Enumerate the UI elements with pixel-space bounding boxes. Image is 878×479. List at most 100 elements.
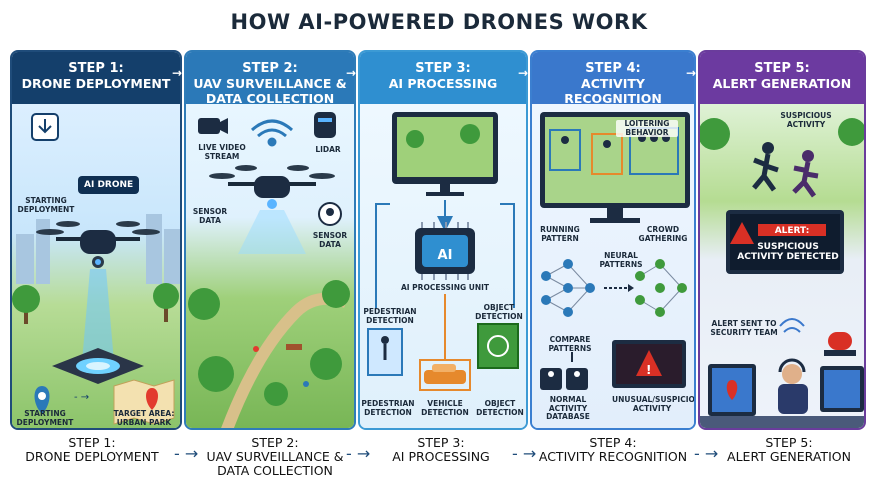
upload-icon xyxy=(31,113,59,141)
video-camera-icon xyxy=(198,118,228,134)
dash-arrow: - → xyxy=(74,392,89,403)
panel-step-5: STEP 5: ALERT GENERATION xyxy=(698,50,866,430)
bottom-step-2: STEP 2: UAV SURVEILLANCE & DATA COLLECTI… xyxy=(200,435,350,478)
step-1-illustration: - → xyxy=(12,113,180,425)
page-title: HOW AI-POWERED DRONES WORK xyxy=(230,10,648,34)
car-icon xyxy=(419,359,471,391)
neural-network-icon xyxy=(541,259,687,317)
step-2-body: LIVE VIDEO STREAM LIDAR SENSOR DATA SENS… xyxy=(186,104,354,428)
step-3-header: STEP 3: AI PROCESSING xyxy=(360,52,526,104)
bottom-arrow-1: - → xyxy=(174,444,199,463)
starting-deployment-bottom-label: STARTING DEPLOYMENT xyxy=(16,409,74,427)
alert-text: SUSPICIOUS ACTIVITY DETECTED xyxy=(737,242,839,262)
warning-icon xyxy=(730,222,754,244)
ai-processing-unit-label: AI PROCESSING UNIT xyxy=(400,283,490,292)
bottom-arrow-3: - → xyxy=(512,444,537,463)
unusual-label: UNUSUAL/SUSPICIOUS ACTIVITY xyxy=(612,395,695,413)
svg-text:!: ! xyxy=(646,363,651,377)
ai-drone-badge: AI DRONE xyxy=(78,176,140,194)
monitor-icon xyxy=(392,112,498,196)
launch-pad xyxy=(52,348,144,384)
step-2-number: STEP 2: xyxy=(242,61,298,76)
bottom-step-4-title: ACTIVITY RECOGNITION xyxy=(538,449,688,464)
step-4-title: ACTIVITY RECOGNITION xyxy=(564,76,662,106)
warning-monitor-icon: ! xyxy=(612,340,686,388)
wifi-icon xyxy=(779,318,805,333)
running-label: RUNNING PATTERN xyxy=(540,225,580,243)
arrow-3-4: → xyxy=(518,66,529,80)
bottom-step-3: STEP 3: AI PROCESSING xyxy=(376,436,506,476)
panel-step-3: STEP 3: AI PROCESSING xyxy=(358,50,528,430)
object-detection-box xyxy=(477,323,519,369)
step-5-number: STEP 5: xyxy=(754,61,810,76)
panel-step-1: STEP 1: DRONE DEPLOYMENT xyxy=(10,50,182,430)
bottom-step-5-title: ALERT GENERATION xyxy=(727,449,851,464)
step-4-header: STEP 4: ACTIVITY RECOGNITION xyxy=(532,52,694,106)
alert-sent-label: ALERT SENT TO SECURITY TEAM xyxy=(710,319,778,337)
bottom-step-3-title: AI PROCESSING xyxy=(392,449,490,464)
tree-icon xyxy=(700,118,864,150)
sensor-data-left-label: SENSOR DATA xyxy=(192,207,228,225)
security-operator xyxy=(700,358,864,428)
panel-step-2: STEP 2: UAV SURVEILLANCE & DATA COLLECTI… xyxy=(184,50,356,430)
arrow-1-2: → xyxy=(172,66,183,80)
bottom-step-5: STEP 5: ALERT GENERATION xyxy=(716,436,862,476)
bottom-step-1-number: STEP 1: xyxy=(68,435,116,450)
step-3-title: AI PROCESSING xyxy=(388,76,498,91)
panel-step-4: STEP 4: ACTIVITY RECOGNITION xyxy=(530,50,696,430)
starting-deployment-label: STARTING DEPLOYMENT xyxy=(17,196,75,214)
loitering-label: LOITERING BEHAVIOR xyxy=(616,119,678,137)
vehicle-detection-label: VEHICLE DETECTION xyxy=(421,399,469,417)
step-1-body: - → AI DRONE STARTING DEPLOYMENT xyxy=(12,104,180,428)
location-pin-icon xyxy=(318,202,342,226)
step-5-illustration xyxy=(700,118,864,428)
database-icon xyxy=(540,368,588,390)
step-1-header: STEP 1: DRONE DEPLOYMENT xyxy=(12,52,180,104)
park-scene xyxy=(188,280,350,428)
bottom-step-2-title: UAV SURVEILLANCE & DATA COLLECTION xyxy=(206,449,344,478)
sensor-data-right-label: SENSOR DATA xyxy=(312,231,348,249)
compare-label: COMPARE PATTERNS xyxy=(548,335,592,353)
object-detection-label: OBJECT DETECTION xyxy=(476,399,524,417)
pedestrian-detection-top-label: PEDESTRIAN DETECTION xyxy=(363,307,417,325)
live-video-label: LIVE VIDEO STREAM xyxy=(198,143,246,161)
bottom-step-1-title: DRONE DEPLOYMENT xyxy=(25,449,159,464)
step-1-title: DRONE DEPLOYMENT xyxy=(21,76,171,91)
lidar-label: LIDAR xyxy=(315,145,341,154)
step-4-number: STEP 4: xyxy=(585,61,641,76)
map-icon xyxy=(113,379,175,425)
scan-beam xyxy=(238,210,306,254)
step-2-title: UAV SURVEILLANCE & DATA COLLECTION xyxy=(193,76,347,106)
bottom-step-2-number: STEP 2: xyxy=(251,435,299,450)
pedestrian-detection-label: PEDESTRIAN DETECTION xyxy=(361,399,415,417)
step-5-title: ALERT GENERATION xyxy=(712,76,852,91)
step-2-illustration xyxy=(188,112,350,428)
light-beam xyxy=(82,269,114,362)
arrow-4-5: → xyxy=(686,66,697,80)
bottom-step-1: STEP 1: DRONE DEPLOYMENT xyxy=(14,436,170,476)
step-5-header: STEP 5: ALERT GENERATION xyxy=(700,52,864,104)
target-area-label: TARGET AREA: URBAN PARK xyxy=(113,409,175,427)
wifi-icon xyxy=(250,119,294,147)
step-3-number: STEP 3: xyxy=(415,61,471,76)
location-pin-icon xyxy=(34,386,50,414)
step-1-number: STEP 1: xyxy=(68,61,124,76)
lidar-icon xyxy=(314,112,336,138)
step-2-header: STEP 2: UAV SURVEILLANCE & DATA COLLECTI… xyxy=(186,52,354,106)
drone-icon xyxy=(36,221,160,268)
suspicious-label: SUSPICIOUS ACTIVITY xyxy=(780,111,832,129)
bottom-step-3-number: STEP 3: xyxy=(417,435,465,450)
bottom-arrow-4: - → xyxy=(694,444,719,463)
crowd-label: CROWD GATHERING xyxy=(638,225,688,243)
ai-chip-label: AI xyxy=(437,248,453,263)
ai-chip-icon xyxy=(415,222,475,280)
pedestrian-detection-box xyxy=(367,328,403,376)
alert-title: ALERT: xyxy=(774,226,810,236)
arrow-2-3: → xyxy=(346,66,357,80)
step-5-body: SUSPICIOUS ACTIVITY ALERT: SUSPICIOUS AC… xyxy=(700,104,864,428)
siren-icon xyxy=(824,332,856,356)
alert-screen xyxy=(726,210,844,274)
drone-icon xyxy=(209,165,335,209)
runner-icon xyxy=(752,142,819,198)
neural-label: NEURAL PATTERNS xyxy=(599,251,643,269)
